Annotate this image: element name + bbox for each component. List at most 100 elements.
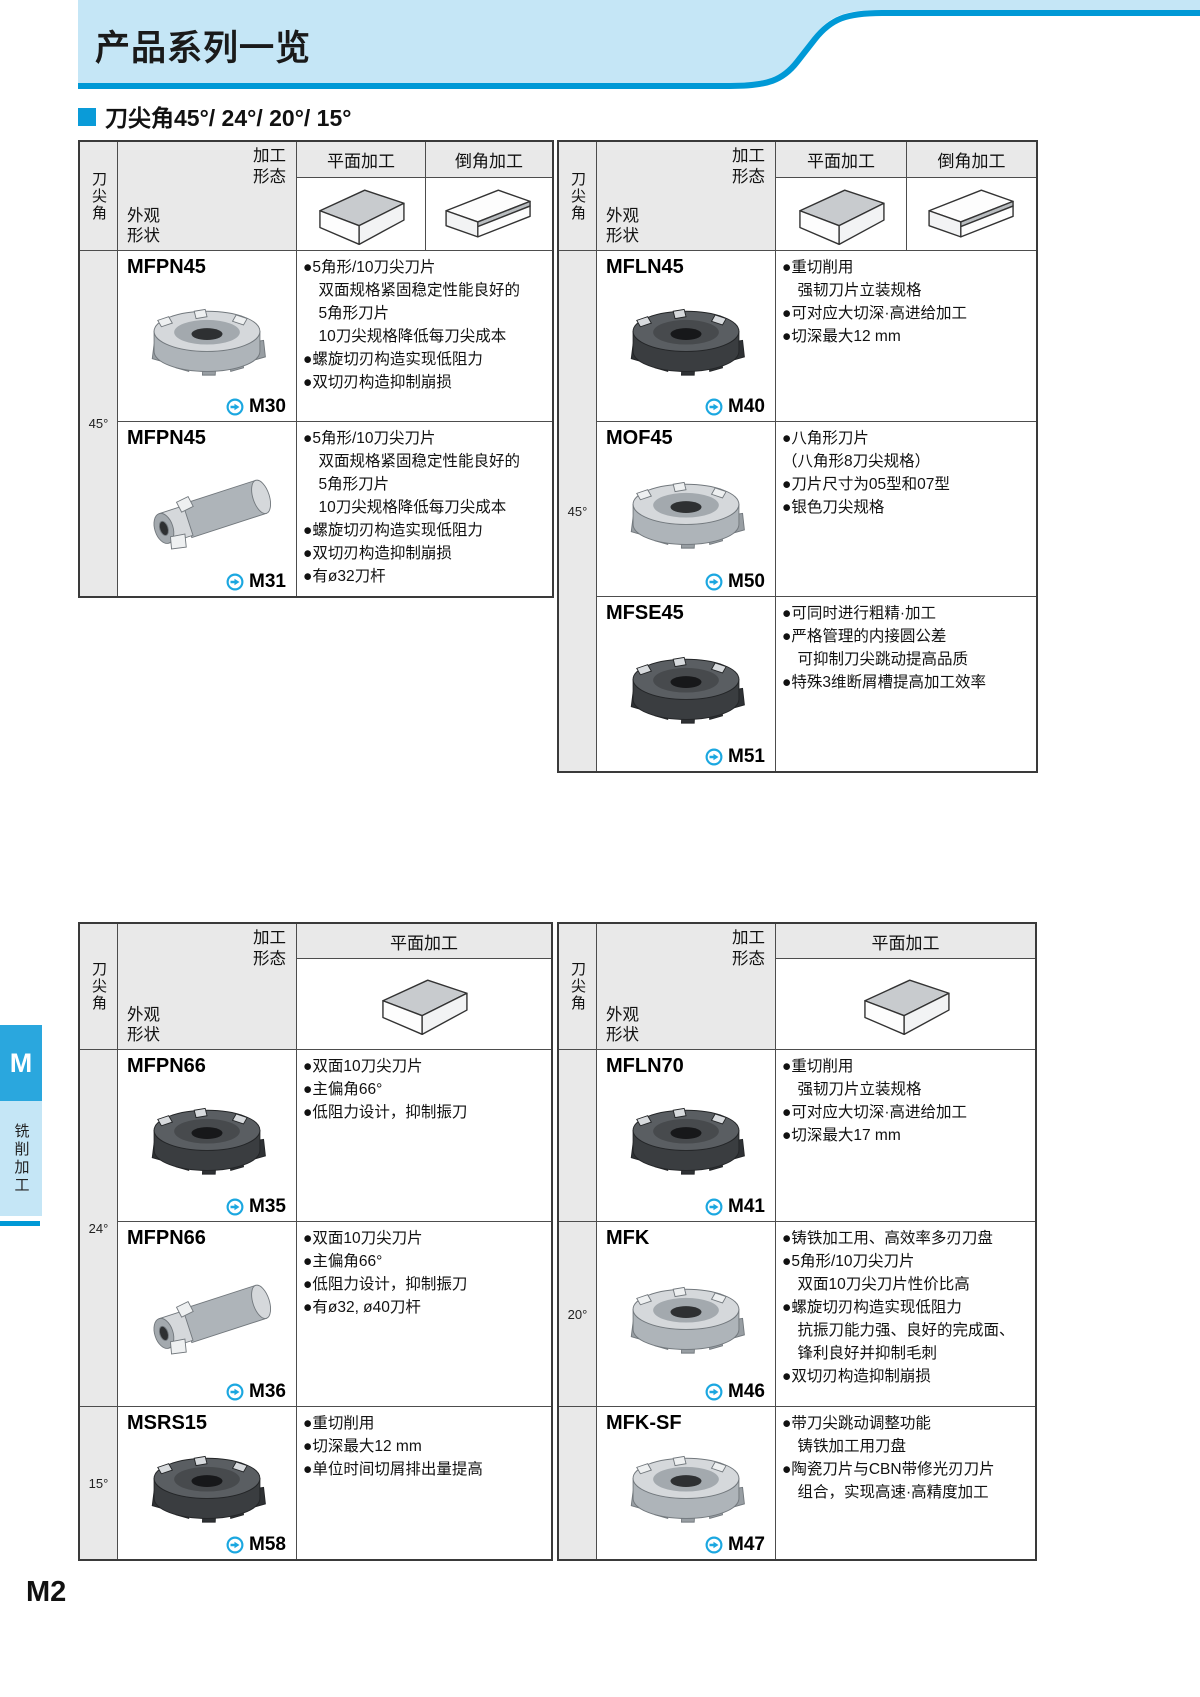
- machining-form-label: 加工 形态: [253, 929, 286, 968]
- product-page-link[interactable]: M46: [705, 1381, 765, 1403]
- product-cell: MFK M46: [597, 1222, 775, 1406]
- product-description: ●重切削用 强韧刀片立装规格 ●可对应大切深·高进给加工 ●切深最大17 mm: [776, 1050, 1035, 1221]
- product-table-bottom-right: 刀尖角 加工 形态 外观 形状 平面加工 20° MFLN70 M41 ●重切削…: [557, 922, 1037, 1561]
- product-description: ●重切削用 ●切深最大12 mm ●单位时间切屑排出量提高: [297, 1407, 551, 1559]
- header-corner-cell: 加工 形态 外观 形状: [597, 142, 775, 250]
- product-page-link[interactable]: M58: [226, 1534, 286, 1556]
- face-milling-header: 平面加工: [776, 142, 906, 177]
- face-milling-header: 平面加工: [297, 924, 551, 958]
- angle-value: 15°: [80, 1407, 117, 1559]
- product-page-code: M47: [728, 1534, 765, 1555]
- product-page-link[interactable]: M50: [705, 571, 765, 593]
- product-name: MFSE45: [606, 602, 684, 624]
- product-cell: MSRS15 M58: [118, 1407, 296, 1559]
- product-name: MFPN45: [127, 427, 206, 449]
- product-cell: MFLN70 M41: [597, 1050, 775, 1221]
- arrow-link-icon: [226, 1383, 244, 1401]
- block-flat-image: [776, 959, 1035, 1049]
- product-table-top-left: 刀尖角 加工 形态 外观 形状 平面加工 倒角加工 45° MFPN45 M30…: [78, 140, 554, 598]
- product-page-link[interactable]: M47: [705, 1534, 765, 1556]
- product-description: ●双面10刀尖刀片 ●主偏角66° ●低阻力设计，抑制振刀: [297, 1050, 551, 1221]
- product-name: MFK: [606, 1227, 650, 1249]
- arrow-link-icon: [705, 573, 723, 591]
- sidebar-category-tab[interactable]: 铣削加工: [0, 1101, 42, 1216]
- section-heading: 刀尖角45°/ 24°/ 20°/ 15°: [78, 99, 351, 133]
- appearance-label: 外观 形状: [606, 1005, 639, 1045]
- product-description: ●铸铁加工用、高效率多刃刀盘 ●5角形/10刀尖刀片 双面10刀尖刀片性价比高 …: [776, 1222, 1035, 1406]
- sidebar-accent-line: [0, 1221, 40, 1226]
- product-cell: MFPN45 M30: [118, 251, 296, 421]
- product-description: ●5角形/10刀尖刀片 双面规格紧固稳定性能良好的 5角形刀片 10刀尖规格降低…: [297, 251, 552, 421]
- product-page-link[interactable]: M36: [226, 1381, 286, 1403]
- angle-value-empty: [559, 1050, 596, 1221]
- block-flat-image: [297, 178, 425, 250]
- arrow-link-icon: [226, 398, 244, 416]
- product-description: ●重切削用 强韧刀片立装规格 ●可对应大切深·高进给加工 ●切深最大12 mm: [776, 251, 1036, 421]
- product-cell: MFPN45 M31: [118, 422, 296, 596]
- product-cell: MFLN45 M40: [597, 251, 775, 421]
- product-name: MFK-SF: [606, 1412, 682, 1434]
- product-page-code: M58: [249, 1534, 286, 1555]
- product-page-code: M36: [249, 1381, 286, 1402]
- product-table-top-right: 刀尖角 加工 形态 外观 形状 平面加工 倒角加工 45° MFLN45 M40…: [557, 140, 1038, 773]
- product-page-code: M46: [728, 1381, 765, 1402]
- header-corner-cell: 加工 形态 外观 形状: [118, 142, 296, 250]
- product-page-code: M51: [728, 746, 765, 767]
- sidebar-tab-m[interactable]: M: [0, 1025, 42, 1101]
- product-page-code: M30: [249, 396, 286, 417]
- tip-angle-header: 刀尖角: [559, 142, 596, 250]
- product-page-link[interactable]: M51: [705, 746, 765, 768]
- block-chamfer-image: [907, 178, 1036, 250]
- product-name: MFPN66: [127, 1055, 206, 1077]
- arrow-link-icon: [226, 573, 244, 591]
- appearance-label: 外观 形状: [127, 206, 160, 246]
- product-page-link[interactable]: M31: [226, 571, 286, 593]
- appearance-label: 外观 形状: [127, 1005, 160, 1045]
- arrow-link-icon: [705, 748, 723, 766]
- product-description: ●八角形刀片 （八角形8刀尖规格） ●刀片尺寸为05型和07型 ●银色刀尖规格: [776, 422, 1036, 596]
- face-milling-header: 平面加工: [297, 142, 425, 177]
- section-title: 刀尖角45°/ 24°/ 20°/ 15°: [105, 105, 352, 131]
- product-cell: MFSE45 M51: [597, 597, 775, 771]
- face-milling-header: 平面加工: [776, 924, 1035, 958]
- product-page-link[interactable]: M30: [226, 396, 286, 418]
- arrow-link-icon: [705, 1383, 723, 1401]
- product-page-link[interactable]: M41: [705, 1196, 765, 1218]
- machining-form-label: 加工 形态: [732, 147, 765, 186]
- angle-value-empty: [559, 1407, 596, 1559]
- product-page-code: M40: [728, 396, 765, 417]
- page-number: M2: [26, 1576, 67, 1608]
- product-page-link[interactable]: M35: [226, 1196, 286, 1218]
- product-name: MFLN45: [606, 256, 684, 278]
- product-page-code: M31: [249, 571, 286, 592]
- header-corner-cell: 加工 形态 外观 形状: [597, 924, 775, 1049]
- arrow-link-icon: [705, 1198, 723, 1216]
- chamfer-milling-header: 倒角加工: [426, 142, 552, 177]
- product-page-code: M50: [728, 571, 765, 592]
- section-bullet-square: [78, 108, 96, 126]
- product-name: MFPN45: [127, 256, 206, 278]
- arrow-link-icon: [226, 1536, 244, 1554]
- product-page-link[interactable]: M40: [705, 396, 765, 418]
- product-cell: MFPN66 M35: [118, 1050, 296, 1221]
- machining-form-label: 加工 形态: [732, 929, 765, 968]
- machining-form-label: 加工 形态: [253, 147, 286, 186]
- tip-angle-header: 刀尖角: [80, 924, 117, 1049]
- sidebar-category-label: 铣削加工: [12, 1122, 30, 1195]
- product-name: MFLN70: [606, 1055, 684, 1077]
- tip-angle-header: 刀尖角: [559, 924, 596, 1049]
- product-page-code: M41: [728, 1196, 765, 1217]
- arrow-link-icon: [705, 1536, 723, 1554]
- product-cell: MOF45 M50: [597, 422, 775, 596]
- angle-value: 45°: [80, 251, 117, 596]
- tip-angle-header: 刀尖角: [80, 142, 117, 250]
- angle-value: 45°: [559, 251, 596, 771]
- product-name: MSRS15: [127, 1412, 208, 1434]
- product-page-code: M35: [249, 1196, 286, 1217]
- angle-value: 24°: [80, 1050, 117, 1406]
- product-description: ●可同时进行粗精·加工 ●严格管理的内接圆公差 可抑制刀尖跳动提高品质 ●特殊3…: [776, 597, 1036, 771]
- appearance-label: 外观 形状: [606, 206, 639, 246]
- block-chamfer-image: [426, 178, 552, 250]
- product-name: MFPN66: [127, 1227, 206, 1249]
